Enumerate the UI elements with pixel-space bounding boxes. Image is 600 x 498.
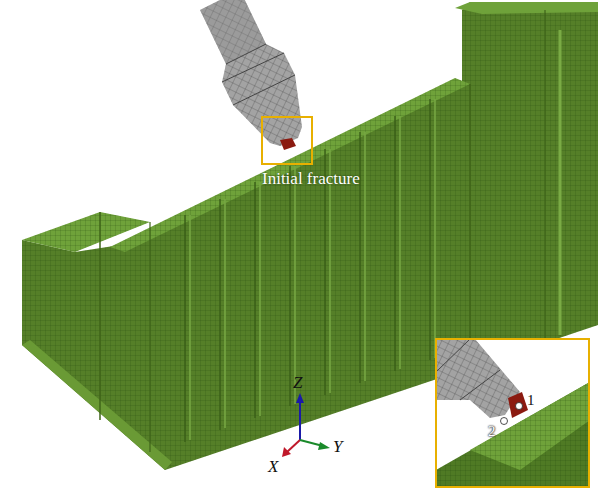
callout-number: 2 [488, 424, 496, 439]
axis-label: Z [293, 374, 302, 391]
impactor-tool [200, 0, 302, 150]
steel-structure [22, 2, 598, 470]
callout-number: 1 [527, 393, 535, 408]
axis-label: Y [333, 438, 342, 455]
highlight-box [262, 117, 312, 164]
detail-inset [436, 339, 590, 487]
coordinate-axes [282, 393, 330, 457]
axis-label: X [268, 458, 278, 475]
annotation-label: Initial fracture [262, 170, 360, 187]
